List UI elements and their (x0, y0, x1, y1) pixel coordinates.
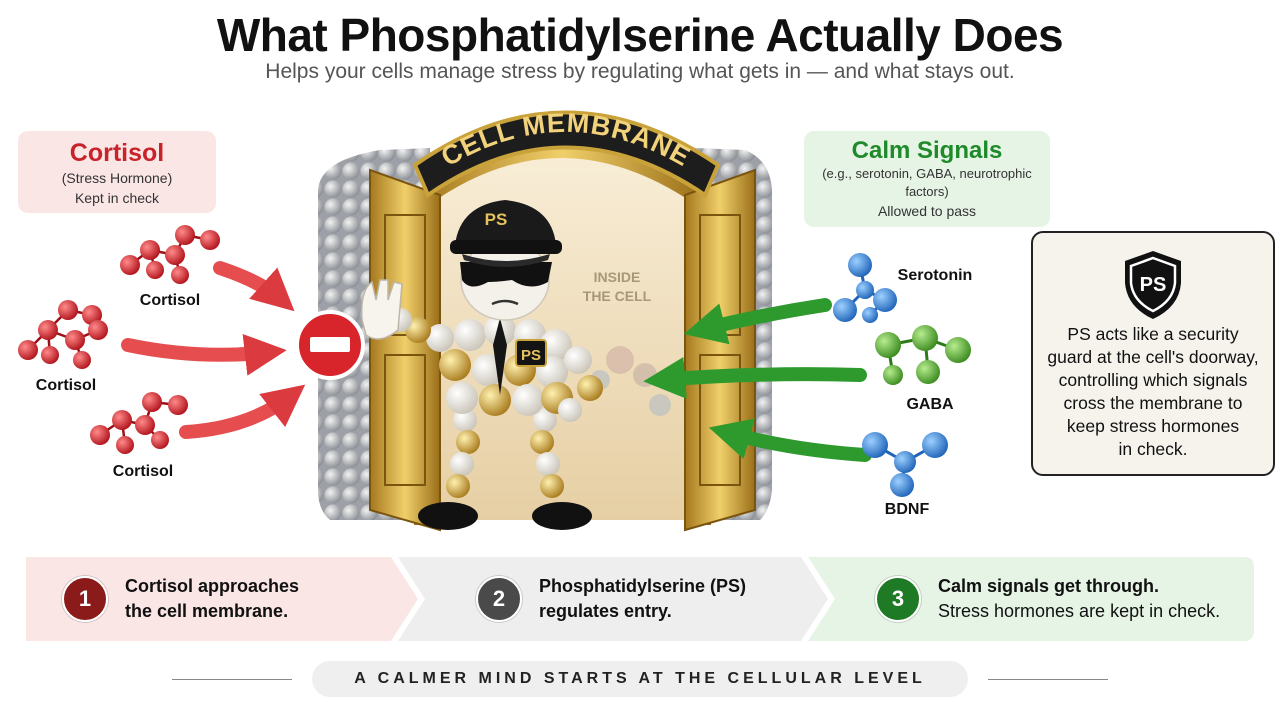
cortisol-molecule-2 (18, 300, 108, 369)
footer-divider-left (172, 679, 292, 680)
step-1-line-1: Cortisol approaches (125, 576, 300, 596)
shield-icon: PS (1125, 251, 1181, 319)
guard-card-line-1: PS acts like a security (1067, 324, 1239, 344)
step-3-number: 3 (875, 576, 921, 622)
calm-subline-3: Allowed to pass (877, 203, 977, 219)
footer-tagline: A CALMER MIND STARTS AT THE CELLULAR LEV… (312, 661, 968, 697)
ps-guard-figure (360, 200, 603, 530)
cortisol-label-3: Cortisol (113, 463, 173, 480)
cap-badge-text: PS (485, 210, 508, 229)
guard-card-line-2: guard at the cell's doorway, (1047, 347, 1259, 367)
cortisol-label-1: Cortisol (140, 292, 200, 309)
step-3-line-1: Calm signals get through. (938, 576, 1160, 596)
cortisol-heading: Cortisol (69, 139, 165, 167)
cortisol-info-box: Cortisol (Stress Hormone) Kept in check (18, 131, 216, 213)
gaba-molecule (875, 325, 971, 385)
calm-subline-2: factors) (905, 184, 949, 199)
guard-card-text: PS acts like a security guard at the cel… (1041, 323, 1265, 461)
illustration-svg: INSIDE THE CELL CELL MEMBRANE (18, 108, 973, 532)
inside-label-1: INSIDE (594, 269, 641, 285)
ps-guard-explanation-card: PS PS acts like a security guard at the … (1031, 231, 1275, 476)
cortisol-molecule-3 (90, 392, 188, 454)
calm-signals-box: Calm Signals (e.g., serotonin, GABA, neu… (804, 131, 1050, 227)
inside-label-2: THE CELL (583, 288, 652, 304)
step-1-line-2: the cell membrane. (125, 601, 289, 621)
calm-subline-1: (e.g., serotonin, GABA, neurotrophic (822, 166, 1032, 181)
stop-sign-icon (295, 310, 365, 380)
step-2-line-2: regulates entry. (539, 601, 672, 621)
gaba-label: GABA (906, 396, 954, 413)
cortisol-arrows (121, 261, 306, 439)
page-subtitle: Helps your cells manage stress by regula… (265, 60, 1015, 83)
step-3-line-2: Stress hormones are kept in check. (938, 601, 1221, 621)
step-2-number: 2 (476, 576, 522, 622)
bdnf-label: BDNF (885, 501, 930, 518)
bdnf-molecule (862, 432, 948, 497)
cortisol-molecule-1 (120, 225, 220, 284)
page-title: What Phosphatidylserine Actually Does (216, 9, 1064, 61)
serotonin-molecule (833, 253, 897, 323)
step-1-text: Cortisol approaches the cell membrane. (125, 574, 299, 624)
cortisol-subline-2: Kept in check (74, 190, 160, 206)
step-1-number: 1 (62, 576, 108, 622)
guard-card-line-5: keep stress hormones (1066, 416, 1240, 436)
calm-heading: Calm Signals (851, 137, 1003, 164)
calm-signal-arrows (643, 298, 872, 462)
step-2-line-1: Phosphatidylserine (PS) (539, 576, 747, 596)
guard-card-line-6: in check. (1118, 439, 1188, 459)
guard-card-line-3: controlling which signals (1058, 370, 1248, 390)
cortisol-subline-1: (Stress Hormone) (61, 170, 173, 186)
cell-membrane-sign (412, 110, 721, 199)
shield-badge-text: PS (1140, 274, 1167, 296)
chest-badge-text: PS (521, 347, 541, 364)
guard-card-line-4: cross the membrane to (1063, 393, 1243, 413)
cortisol-label-2: Cortisol (36, 377, 96, 394)
steps-bar: 1 Cortisol approaches the cell membrane.… (26, 557, 1254, 641)
serotonin-label: Serotonin (898, 267, 973, 284)
step-3-text: Calm signals get through. Stress hormone… (938, 574, 1220, 624)
footer-divider-right (988, 679, 1108, 680)
step-2-text: Phosphatidylserine (PS) regulates entry. (539, 574, 746, 624)
